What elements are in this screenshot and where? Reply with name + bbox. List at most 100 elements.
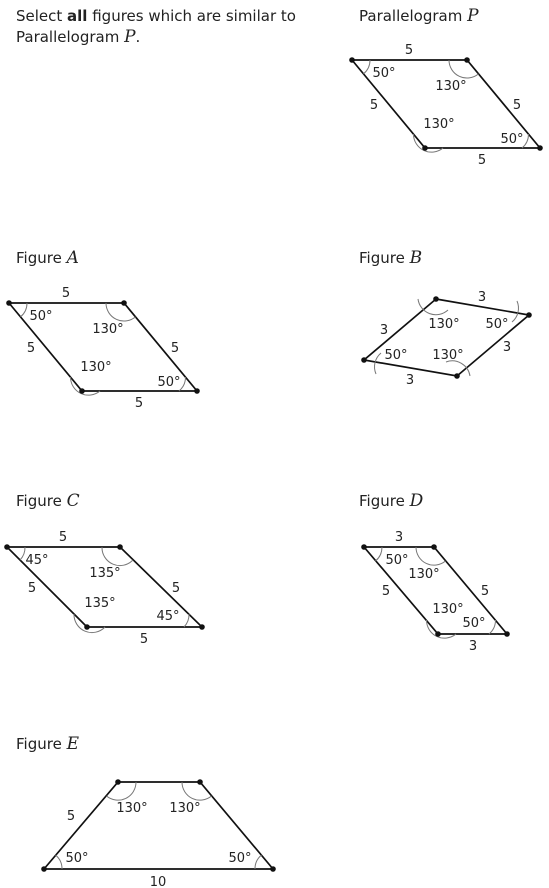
caption-variable: A	[66, 248, 79, 268]
figure-e[interactable]: 5 10 130° 130° 50° 50°	[41, 779, 276, 888]
caption-variable: P	[467, 6, 479, 26]
prompt-bold-all: all	[67, 7, 88, 25]
angle-label: 50°	[228, 851, 251, 866]
side-label: 5	[140, 632, 148, 647]
angle-arc	[254, 854, 262, 870]
caption-figure-b: Figure B	[359, 248, 422, 268]
angle-label: 50°	[500, 132, 523, 147]
angle-label: 50°	[385, 553, 408, 568]
angle-arc	[178, 377, 187, 392]
angle-arc	[19, 546, 26, 561]
caption-figure-d: Figure D	[359, 491, 423, 511]
vertex-dot	[431, 544, 437, 550]
angle-label: 130°	[169, 801, 200, 816]
vertex-dot	[197, 779, 203, 785]
angle-label: 135°	[89, 566, 120, 581]
side-label: 5	[405, 43, 413, 58]
vertex-dot	[422, 145, 428, 151]
side-label: 3	[406, 373, 414, 388]
figure-b[interactable]: 3 3 3 3 130° 50° 50° 130°	[361, 290, 532, 388]
side-label: 10	[150, 875, 167, 888]
angle-label: 130°	[80, 360, 111, 375]
caption-variable: E	[66, 734, 79, 754]
vertex-dot	[199, 624, 205, 630]
angle-label: 50°	[29, 309, 52, 324]
vertex-dot	[115, 779, 121, 785]
side-label: 5	[382, 584, 390, 599]
vertex-dot	[117, 544, 123, 550]
side-label: 3	[469, 639, 477, 654]
angle-arc	[448, 59, 479, 79]
figure-a[interactable]: 5 5 5 5 50° 130° 130° 50°	[6, 286, 200, 411]
side-label: 5	[28, 581, 36, 596]
vertex-dot	[349, 57, 355, 63]
angle-label: 45°	[156, 609, 179, 624]
angle-label: 135°	[84, 596, 115, 611]
angle-label: 130°	[423, 117, 454, 132]
caption-figure-e: Figure E	[16, 734, 79, 754]
prompt-text-before: Select	[16, 7, 68, 25]
side-label: 5	[59, 530, 67, 545]
vertex-dot	[361, 357, 367, 363]
angle-arc	[415, 546, 446, 566]
side-label: 5	[67, 809, 75, 824]
caption-variable: D	[409, 491, 424, 511]
angle-arc	[445, 360, 471, 377]
figure-d[interactable]: 3 5 5 3 50° 130° 130° 50°	[361, 530, 510, 654]
caption-variable: B	[409, 248, 423, 268]
vertex-dot	[84, 624, 90, 630]
angle-label: 130°	[435, 79, 466, 94]
side-label: 3	[380, 323, 388, 338]
caption-text: Figure	[359, 492, 410, 510]
figure-p[interactable]: 5 5 5 5 50° 130° 130° 50°	[349, 43, 543, 168]
angle-label: 130°	[428, 317, 459, 332]
angle-arc	[55, 854, 63, 870]
angle-arc	[374, 352, 382, 375]
caption-text: Figure	[16, 249, 67, 267]
angle-label: 130°	[408, 567, 439, 582]
caption-parallelogram-p: Parallelogram P	[359, 6, 479, 26]
vertex-dot	[41, 866, 47, 872]
angle-arc	[521, 134, 530, 149]
angle-arc	[105, 302, 136, 322]
side-label: 5	[478, 153, 486, 168]
angle-arc	[375, 546, 383, 562]
vertex-dot	[4, 544, 10, 550]
vertex-dot	[121, 300, 127, 306]
figure-c[interactable]: 5 5 5 5 45° 135° 135° 45°	[4, 530, 205, 647]
angle-label: 130°	[432, 348, 463, 363]
caption-text: Figure	[16, 492, 67, 510]
angle-arc	[488, 619, 497, 635]
angle-arc	[425, 619, 457, 639]
side-label: 5	[62, 286, 70, 301]
question-prompt: Select all figures which are similar to …	[16, 6, 316, 48]
angle-label: 130°	[92, 322, 123, 337]
angle-arc	[511, 300, 519, 323]
side-label: 3	[503, 340, 511, 355]
vertex-dot	[537, 145, 543, 151]
angle-arc	[363, 59, 371, 75]
angle-label: 50°	[485, 317, 508, 332]
vertex-dot	[270, 866, 276, 872]
angle-arc	[417, 298, 449, 316]
caption-figure-c: Figure C	[16, 491, 80, 511]
vertex-dot	[79, 388, 85, 394]
prompt-variable: P	[124, 27, 136, 47]
caption-text: Parallelogram	[359, 7, 468, 25]
angle-label: 50°	[65, 851, 88, 866]
caption-text: Figure	[16, 735, 67, 753]
vertex-dot	[504, 631, 510, 637]
prompt-end: .	[135, 28, 141, 46]
side-label: 5	[513, 98, 521, 113]
vertex-dot	[361, 544, 367, 550]
angle-label: 130°	[432, 602, 463, 617]
caption-text: Figure	[359, 249, 410, 267]
vertex-dot	[435, 631, 441, 637]
angle-arc	[183, 613, 190, 628]
prompt-text-after: figures which are similar to Parallelogr…	[16, 7, 296, 46]
side-label: 5	[135, 396, 143, 411]
side-label: 5	[27, 341, 35, 356]
vertex-dot	[433, 296, 439, 302]
vertex-dot	[464, 57, 470, 63]
